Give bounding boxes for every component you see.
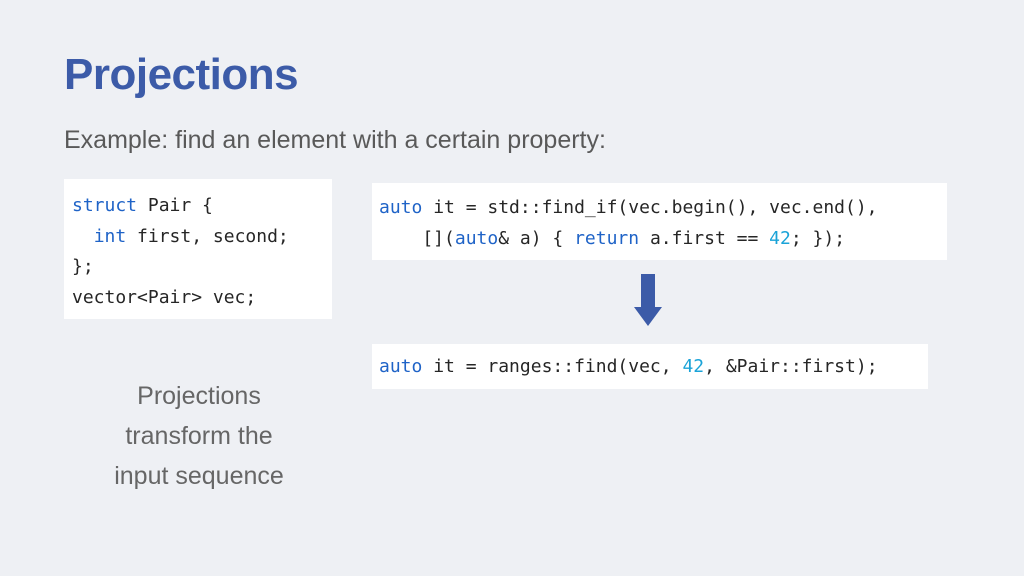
page-title: Projections <box>64 50 299 99</box>
code-line: }; <box>72 252 332 283</box>
code-text: []( <box>379 227 455 249</box>
code-keyword: auto <box>454 227 499 249</box>
code-text: it = std::find_if(vec.begin(), vec.end()… <box>422 197 878 218</box>
code-keyword: struct <box>72 195 138 216</box>
code-text: ; }); <box>790 227 846 249</box>
code-text: }; <box>72 256 94 277</box>
code-text: first, second; <box>126 225 289 247</box>
code-line: [](auto& a) { return a.first == 42; }); <box>379 224 947 255</box>
code-text: Pair { <box>137 195 213 216</box>
code-block-ranges: auto it = ranges::find(vec, 42, &Pair::f… <box>372 344 928 389</box>
code-text: , &Pair::first); <box>704 356 878 377</box>
code-line: struct Pair { <box>72 191 332 222</box>
code-block-struct: struct Pair { int first, second; }; vect… <box>64 179 332 319</box>
side-note-line: Projections <box>137 382 261 410</box>
code-text: & a) { <box>498 227 575 249</box>
code-block-find-if: auto it = std::find_if(vec.begin(), vec.… <box>372 183 947 260</box>
code-text: a.first == <box>639 227 770 249</box>
code-keyword: return <box>574 227 640 249</box>
page-subtitle: Example: find an element with a certain … <box>64 126 606 154</box>
code-keyword: auto <box>379 356 423 377</box>
code-keyword: int <box>93 225 127 247</box>
side-note-line: transform the <box>125 422 273 450</box>
code-indent <box>72 226 94 247</box>
code-line: vector<Pair> vec; <box>72 283 332 314</box>
code-number: 42 <box>682 356 705 377</box>
side-note-line: input sequence <box>114 462 284 490</box>
code-keyword: auto <box>379 197 423 218</box>
code-text: it = ranges::find(vec, <box>422 356 683 377</box>
code-number: 42 <box>769 227 791 249</box>
code-line: auto it = std::find_if(vec.begin(), vec.… <box>379 193 947 224</box>
side-note: Projections transform the input sequence <box>84 376 314 496</box>
arrow-down-icon <box>634 274 662 326</box>
code-text: vector<Pair> vec; <box>72 286 257 308</box>
code-line: int first, second; <box>72 222 332 253</box>
code-line: auto it = ranges::find(vec, 42, &Pair::f… <box>379 352 928 383</box>
